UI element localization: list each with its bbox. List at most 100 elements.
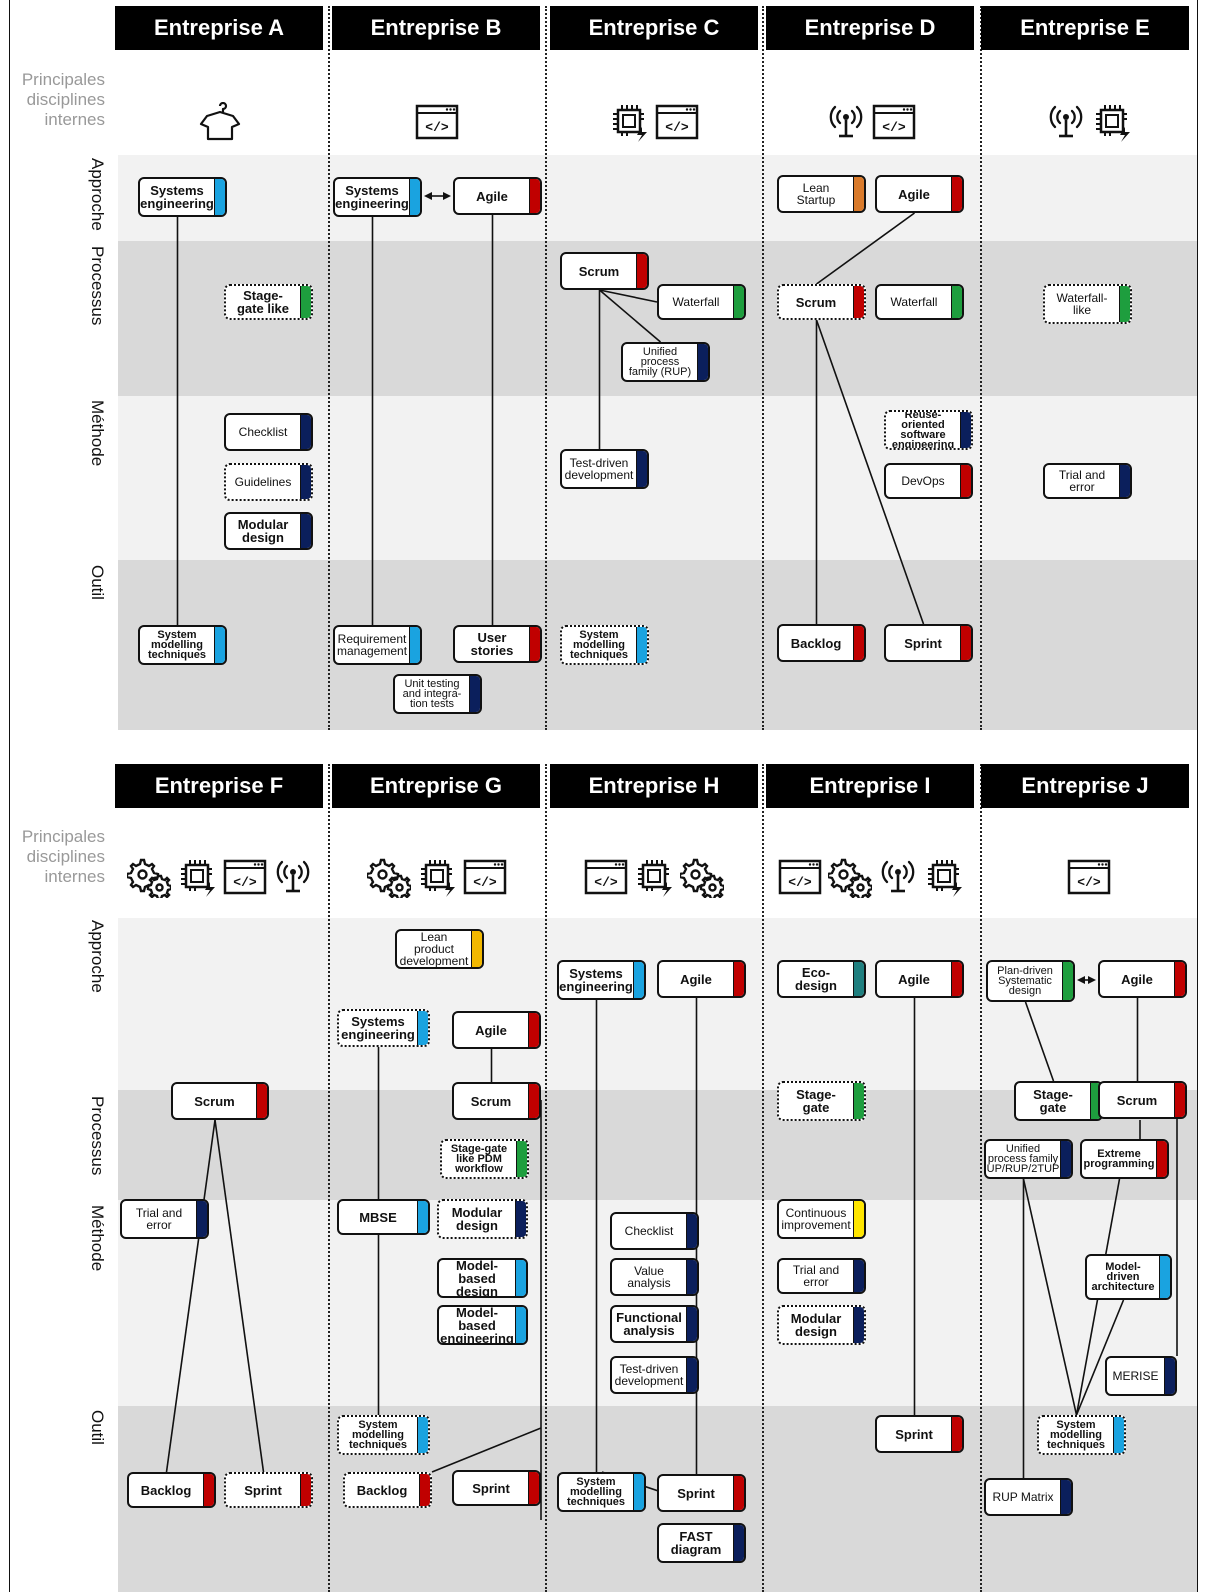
method-box: Systems engineering bbox=[337, 1009, 430, 1047]
svg-text:</>: </> bbox=[594, 875, 618, 890]
column-separator bbox=[980, 764, 982, 1592]
method-label: Guidelines bbox=[234, 475, 292, 489]
category-color-tag bbox=[1164, 1358, 1175, 1394]
method-box: Value analysis bbox=[610, 1258, 699, 1296]
method-label: RUP Matrix bbox=[992, 1490, 1054, 1504]
method-label: Stage- gate bbox=[796, 1087, 836, 1115]
antenna-icon bbox=[826, 102, 866, 142]
row-band bbox=[118, 155, 1197, 241]
method-label: Waterfall bbox=[890, 295, 938, 309]
category-color-tag bbox=[733, 962, 744, 996]
method-label: Trial and error bbox=[135, 1206, 183, 1232]
category-color-tag bbox=[853, 286, 864, 318]
column-separator bbox=[328, 764, 330, 1592]
column-separator bbox=[545, 6, 547, 730]
method-label: Sprint bbox=[904, 635, 942, 651]
method-label: Systems engineering bbox=[335, 183, 409, 211]
method-box: Backlog bbox=[777, 624, 866, 662]
method-label: Scrum bbox=[470, 1093, 512, 1109]
code-window-icon: </> bbox=[778, 858, 822, 896]
company-header: Entreprise B bbox=[332, 6, 540, 50]
method-box: Scrum bbox=[777, 284, 866, 320]
svg-text:</>: </> bbox=[473, 875, 497, 890]
column-separator bbox=[545, 764, 547, 1592]
method-label: Scrum bbox=[795, 294, 837, 310]
method-box: Systems engineering bbox=[557, 960, 646, 1000]
category-color-tag bbox=[409, 627, 420, 663]
method-label: Trial and error bbox=[1058, 468, 1106, 494]
row-label-process: Processus bbox=[88, 1096, 107, 1176]
method-label: Plan-driven Systematic design bbox=[997, 965, 1053, 997]
category-color-tag bbox=[528, 1013, 539, 1047]
chip-icon bbox=[417, 857, 457, 897]
method-label: FAST diagram bbox=[670, 1529, 722, 1557]
discipline-icons: </> bbox=[764, 855, 978, 899]
method-label: Test-driven development bbox=[614, 1362, 684, 1388]
method-box: Guidelines bbox=[224, 463, 313, 501]
method-box: System modelling techniques bbox=[138, 625, 227, 665]
method-label: Agile bbox=[898, 186, 930, 202]
method-label: DevOps bbox=[901, 474, 945, 488]
method-label: Scrum bbox=[578, 263, 620, 279]
method-box: Agile bbox=[453, 177, 542, 215]
category-color-tag bbox=[853, 1083, 864, 1119]
svg-text:</>: </> bbox=[788, 875, 812, 890]
method-box: Checklist bbox=[224, 413, 313, 451]
category-color-tag bbox=[1113, 1417, 1124, 1453]
company-header: Entreprise G bbox=[332, 764, 540, 808]
method-box: Backlog bbox=[343, 1472, 432, 1508]
discipline-icons: </> bbox=[330, 855, 543, 899]
category-color-tag bbox=[951, 286, 962, 318]
method-box: Agile bbox=[1098, 960, 1187, 998]
svg-text:</>: </> bbox=[665, 120, 689, 135]
category-color-tag bbox=[733, 1476, 744, 1510]
category-color-tag bbox=[853, 177, 864, 211]
category-color-tag bbox=[515, 1201, 526, 1237]
method-label: Model-based engineering bbox=[440, 1305, 514, 1345]
category-color-tag bbox=[1090, 1083, 1101, 1119]
column-separator bbox=[328, 6, 330, 730]
category-color-tag bbox=[469, 676, 480, 712]
category-color-tag bbox=[951, 177, 962, 211]
row-label-tool: Outil bbox=[88, 1410, 107, 1445]
company-header: Entreprise I bbox=[766, 764, 974, 808]
code-window-icon: </> bbox=[463, 858, 507, 896]
method-label: Waterfall bbox=[672, 295, 720, 309]
method-box: Scrum bbox=[1098, 1081, 1187, 1119]
method-box: Unified process family (RUP) bbox=[621, 342, 710, 382]
method-box: DevOps bbox=[884, 463, 973, 499]
category-color-tag bbox=[529, 179, 540, 213]
category-color-tag bbox=[960, 626, 971, 660]
category-color-tag bbox=[636, 254, 647, 288]
method-box: Requirement management bbox=[333, 625, 422, 665]
method-label: Systems engineering bbox=[341, 1014, 415, 1042]
frame-right bbox=[1197, 0, 1198, 1592]
category-color-tag bbox=[960, 465, 971, 497]
method-box: Model-based engineering bbox=[437, 1305, 528, 1345]
category-color-tag bbox=[256, 1084, 267, 1118]
method-box: Stage- gate bbox=[1014, 1081, 1103, 1121]
disciplines-label: Principales disciplines internes bbox=[21, 827, 105, 886]
chip-icon bbox=[634, 857, 674, 897]
category-color-tag bbox=[1174, 1083, 1185, 1117]
method-box: Lean product development bbox=[395, 929, 484, 969]
antenna-icon bbox=[1046, 102, 1086, 142]
category-color-tag bbox=[471, 931, 482, 967]
category-color-tag bbox=[633, 962, 644, 998]
row-label-method: Méthode bbox=[88, 400, 107, 467]
category-color-tag bbox=[417, 1417, 428, 1453]
category-color-tag bbox=[686, 1214, 697, 1248]
category-color-tag bbox=[853, 1201, 864, 1237]
method-box: RUP Matrix bbox=[984, 1478, 1073, 1516]
method-label: Stage- gate bbox=[1033, 1087, 1073, 1115]
company-header: Entreprise D bbox=[766, 6, 974, 50]
chip-icon bbox=[177, 857, 217, 897]
method-box: Sprint bbox=[452, 1470, 541, 1506]
gears-icon bbox=[679, 856, 724, 898]
method-box: Test-driven development bbox=[560, 449, 649, 489]
method-box: System modelling techniques bbox=[337, 1415, 430, 1455]
category-color-tag bbox=[960, 412, 971, 448]
code-window-icon: </> bbox=[1067, 858, 1111, 896]
svg-text:</>: </> bbox=[425, 120, 449, 135]
